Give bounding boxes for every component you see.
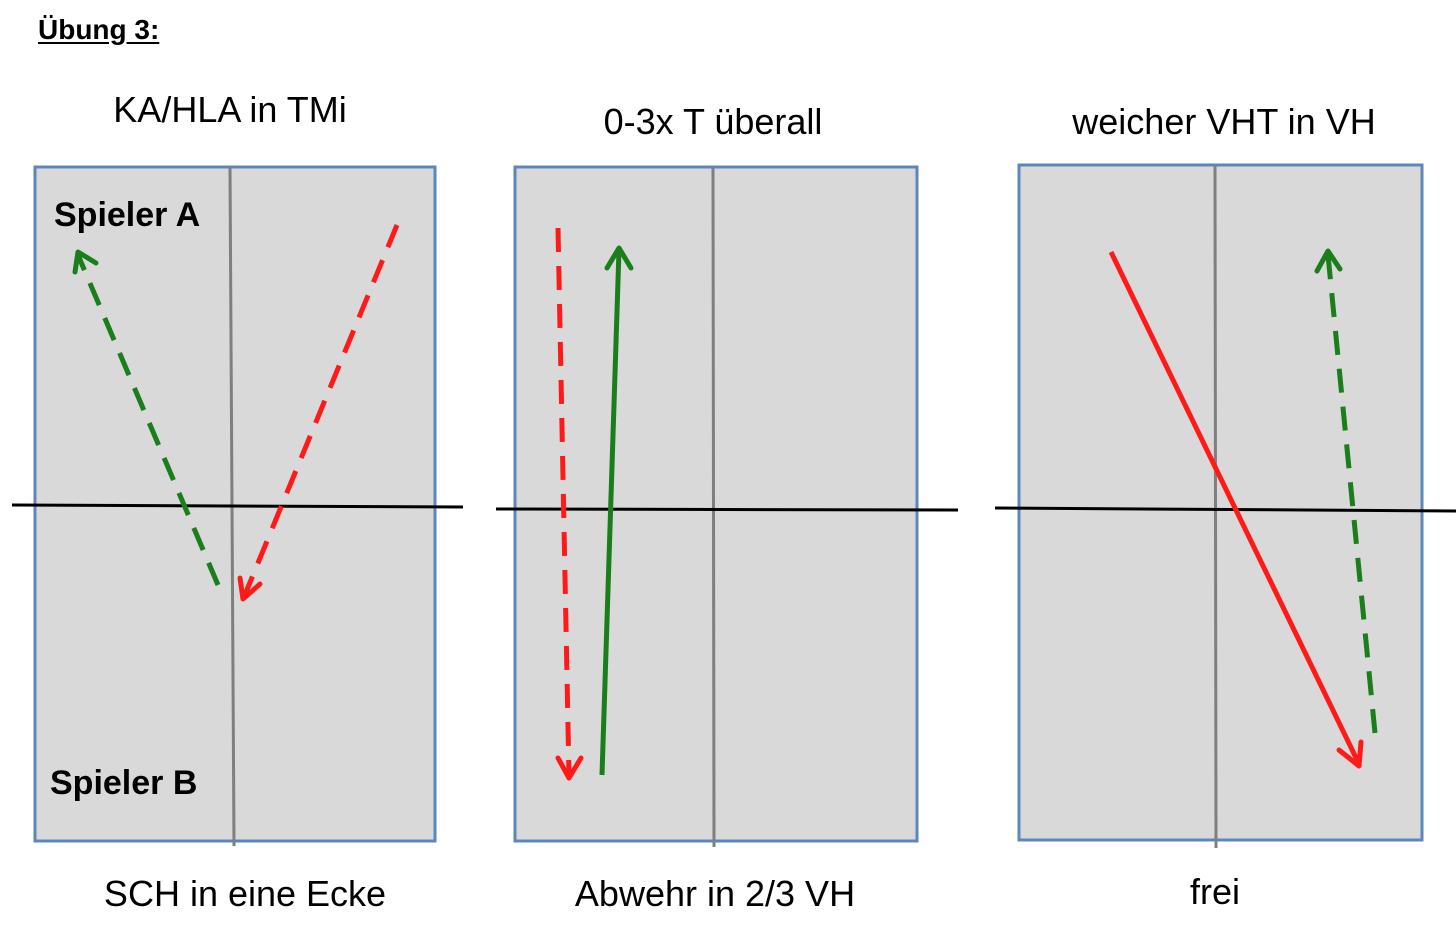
diagram-2-caption: Abwehr in 2/3 VH <box>574 873 856 914</box>
court-2-green-arrowhead <box>604 245 634 271</box>
player-b-label: Spieler B <box>50 764 198 802</box>
diagram-3-title: weicher VHT in VH <box>1072 101 1376 142</box>
court-1-green-dashed-arrow <box>75 254 221 586</box>
court-3-green-dashed-arrow <box>1325 254 1378 734</box>
court-1-red-arrowhead <box>237 575 263 602</box>
court-2-field <box>513 165 919 843</box>
diagram-1-title: KA/HLA in TMi <box>113 89 347 130</box>
court-3-field <box>1017 163 1424 842</box>
court-3-red-solid-arrow <box>1108 250 1362 766</box>
court-3 <box>994 163 1456 849</box>
court-1-net <box>11 503 464 509</box>
court-2-net <box>495 507 959 512</box>
court-3-center-line <box>1213 164 1218 849</box>
exercise-heading: Übung 3: <box>38 14 160 45</box>
diagram-1-caption: SCH in eine Ecke <box>103 873 387 914</box>
court-2-red-arrowhead <box>555 755 584 781</box>
court-2-green-solid-arrow <box>599 249 622 776</box>
court-2-center-line <box>711 166 716 848</box>
court-1 <box>11 165 464 847</box>
court-3-net <box>994 506 1456 513</box>
diagram-3-caption: frei <box>1189 871 1241 912</box>
player-a-label: Spieler A <box>54 196 201 234</box>
court-3-green-arrowhead <box>1314 248 1343 274</box>
court-2-red-dashed-arrow <box>555 227 572 777</box>
court-1-green-arrowhead <box>72 249 99 275</box>
court-3-red-arrowhead <box>1336 739 1364 769</box>
diagram-2-title: 0-3x T überall <box>603 101 823 142</box>
court-1-red-dashed-arrow <box>241 224 400 598</box>
court-2 <box>495 165 959 848</box>
